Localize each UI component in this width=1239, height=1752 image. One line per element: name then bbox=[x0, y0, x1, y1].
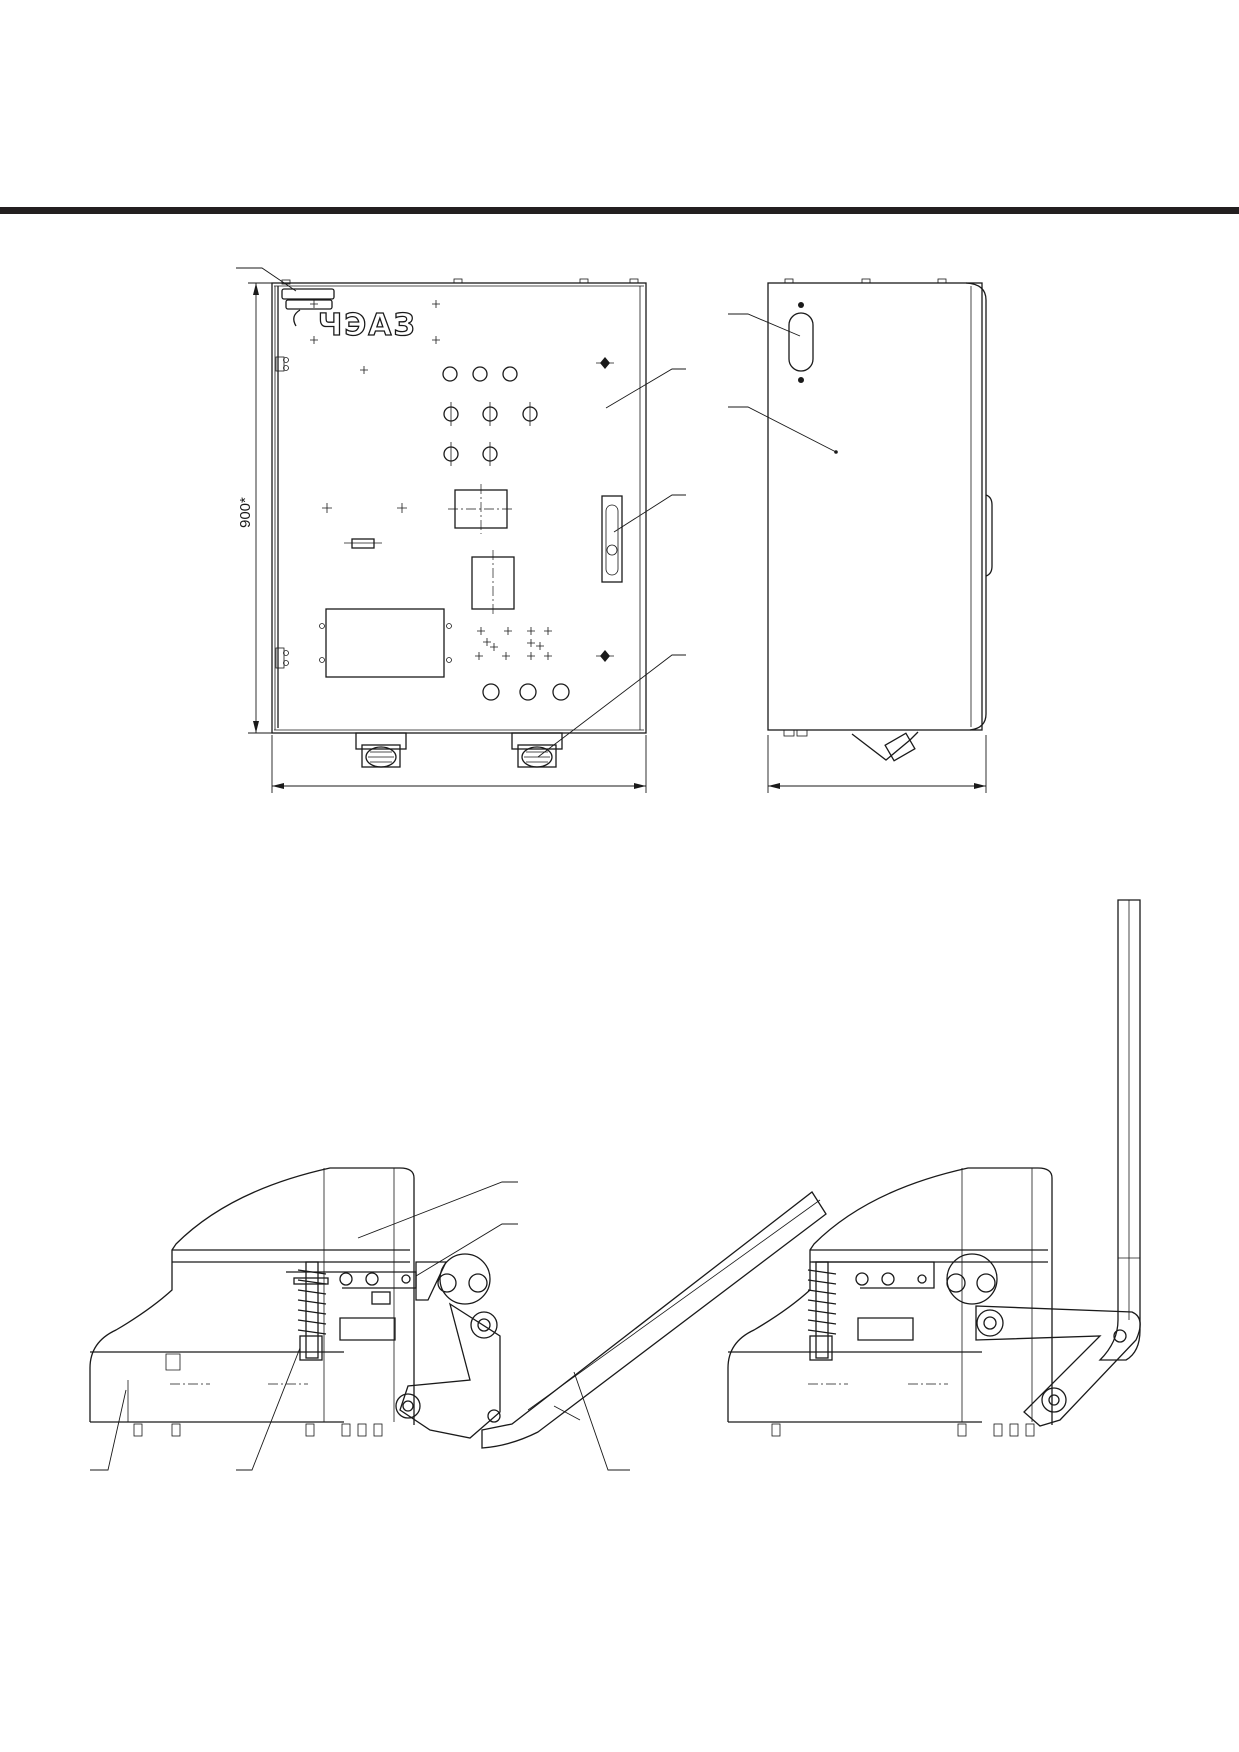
side-connector bbox=[783, 729, 919, 762]
width-dimension-front bbox=[271, 735, 647, 793]
mechanism-detail-vertical bbox=[727, 899, 1141, 1437]
lever-tilted bbox=[481, 1191, 827, 1449]
bolts-a bbox=[133, 1423, 383, 1437]
cable-gland bbox=[788, 302, 814, 383]
link-arm-b bbox=[975, 1305, 1141, 1427]
spring-assembly-a bbox=[293, 1261, 329, 1361]
terminal-cluster bbox=[475, 627, 552, 660]
front-view: ЧЭАЗ bbox=[236, 267, 686, 793]
lever-vertical bbox=[1098, 899, 1141, 1361]
connector-left bbox=[355, 732, 407, 768]
leader-side-body bbox=[728, 406, 837, 453]
display-window bbox=[471, 550, 515, 616]
cabinet-side-outline bbox=[767, 282, 983, 731]
leader-handle bbox=[236, 267, 297, 292]
indicator-row-3 bbox=[443, 442, 498, 466]
fuse-holder bbox=[344, 538, 382, 549]
meter-window bbox=[448, 484, 514, 534]
height-dimension-label: 900* bbox=[237, 497, 254, 528]
brand-logo: ЧЭАЗ bbox=[317, 307, 417, 343]
bolts-b bbox=[771, 1423, 1035, 1437]
leader-connector bbox=[537, 654, 686, 758]
connector-right bbox=[511, 732, 563, 768]
leader-body bbox=[605, 368, 686, 409]
door-handle bbox=[281, 288, 335, 327]
nameplate-panel bbox=[319, 608, 452, 678]
pivot-upper-b bbox=[946, 1253, 998, 1305]
button-row bbox=[482, 683, 570, 701]
level-indicator bbox=[601, 495, 623, 583]
leader-pivot-a bbox=[415, 1223, 518, 1277]
width-dimension-side bbox=[767, 735, 987, 793]
leader-spring-a bbox=[236, 1347, 301, 1471]
spring-assembly-b bbox=[807, 1261, 837, 1361]
side-handle bbox=[985, 494, 993, 577]
side-view bbox=[728, 278, 993, 793]
brand-logo-text: ЧЭАЗ bbox=[318, 308, 417, 343]
leader-gland bbox=[728, 313, 801, 337]
hinge-bottom bbox=[275, 647, 289, 669]
indicator-row-1 bbox=[442, 366, 518, 382]
link-arm-a bbox=[395, 1302, 501, 1439]
mechanism-detail-tilted bbox=[89, 1167, 827, 1471]
leader-top-a bbox=[357, 1181, 518, 1239]
height-dimension: 900* bbox=[237, 282, 274, 734]
bracket-b bbox=[812, 1261, 935, 1341]
pivot-upper-a bbox=[415, 1253, 491, 1305]
indicator-row-2 bbox=[443, 402, 538, 426]
header-rule bbox=[0, 207, 1239, 214]
leader-housing-a bbox=[90, 1389, 127, 1471]
leader-lever-a bbox=[573, 1371, 630, 1471]
leader-indicator bbox=[613, 494, 686, 533]
hinge-top bbox=[275, 356, 289, 372]
